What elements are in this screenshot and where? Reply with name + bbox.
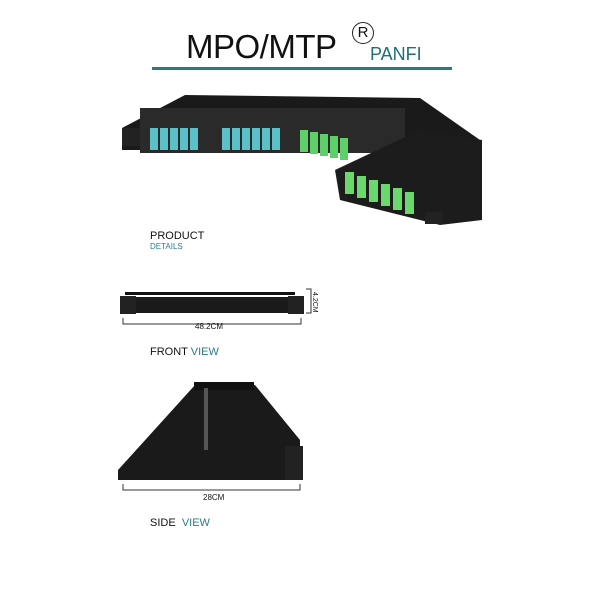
front-height-dimension: 4.2CM [311, 292, 318, 313]
side-view-heading: SIDE VIEW [150, 517, 210, 529]
title-underline [152, 67, 452, 70]
side-label: SIDE [150, 517, 176, 529]
front-width-dimension: 48.2CM [195, 322, 224, 331]
front-view-drawing [120, 288, 312, 325]
title: MPO/MTP [186, 28, 337, 65]
product-photo [122, 95, 482, 225]
brand-name: PANFI [370, 44, 422, 64]
side-view-accent: VIEW [181, 517, 210, 529]
front-view-accent: VIEW [190, 346, 219, 358]
side-view-drawing [118, 382, 303, 491]
side-depth-dimension: 28CM [203, 493, 225, 502]
product-label: PRODUCT [150, 230, 205, 242]
front-view-heading: FRONT VIEW [150, 346, 219, 358]
front-label: FRONT [150, 346, 188, 358]
registered-mark: R [352, 22, 374, 44]
details-label: DETAILS [150, 242, 183, 251]
